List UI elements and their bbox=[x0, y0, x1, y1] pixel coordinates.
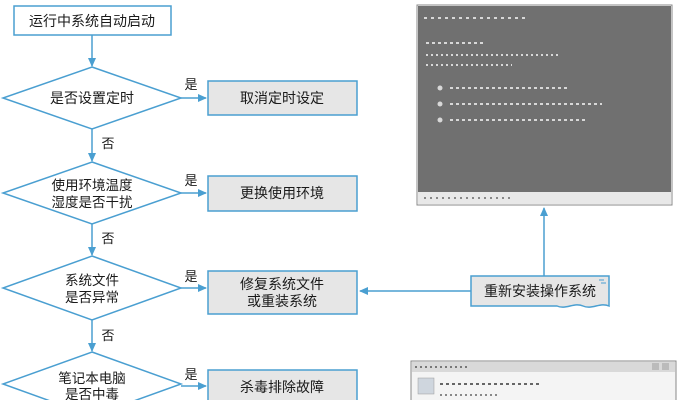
decision-virus-line2: 是否中毒 bbox=[65, 387, 119, 400]
screenshot-boot-menu bbox=[416, 4, 673, 206]
action-change-environment: 更换使用环境 bbox=[207, 175, 358, 212]
callout-reinstall-os: 重新安装操作系统 bbox=[470, 275, 610, 308]
decision-system-files-line1: 系统文件 bbox=[65, 273, 119, 289]
decision-system-files: 系统文件 是否异常 bbox=[0, 255, 184, 321]
action-cancel-timer-label: 取消定时设定 bbox=[240, 91, 324, 107]
action-repair-system-line2: 或重装系统 bbox=[247, 294, 317, 310]
decision-environment-line2: 湿度是否干扰 bbox=[52, 195, 133, 211]
yes-label-3: 是 bbox=[184, 270, 197, 285]
callout-reinstall-os-label: 重新安装操作系统 bbox=[484, 284, 596, 300]
screenshot-window bbox=[410, 360, 677, 400]
action-cancel-timer: 取消定时设定 bbox=[207, 80, 358, 116]
action-repair-system: 修复系统文件 或重装系统 bbox=[207, 270, 358, 315]
decision-timer: 是否设置定时 bbox=[0, 66, 184, 130]
action-change-environment-label: 更换使用环境 bbox=[240, 185, 324, 202]
start-label: 运行中系统自动启动 bbox=[29, 14, 155, 30]
action-antivirus-label: 杀毒排除故障 bbox=[240, 380, 324, 396]
decision-virus: 笔记本电脑 是否中毒 bbox=[0, 351, 184, 400]
decision-environment: 使用环境温度 湿度是否干扰 bbox=[0, 161, 184, 225]
action-antivirus: 杀毒排除故障 bbox=[207, 369, 358, 400]
no-label-3: 否 bbox=[101, 329, 114, 344]
action-repair-system-line1: 修复系统文件 bbox=[240, 276, 324, 293]
yes-label-2: 是 bbox=[184, 174, 197, 189]
decision-environment-line1: 使用环境温度 bbox=[52, 177, 133, 194]
no-label-2: 否 bbox=[101, 232, 114, 247]
no-label-1: 否 bbox=[101, 137, 114, 152]
decision-virus-line1: 笔记本电脑 bbox=[58, 371, 126, 387]
start-node: 运行中系统自动启动 bbox=[13, 5, 172, 36]
decision-timer-label: 是否设置定时 bbox=[50, 91, 134, 107]
yes-label-1: 是 bbox=[184, 78, 197, 93]
decision-system-files-line2: 是否异常 bbox=[65, 290, 119, 306]
yes-label-4: 是 bbox=[184, 368, 197, 383]
